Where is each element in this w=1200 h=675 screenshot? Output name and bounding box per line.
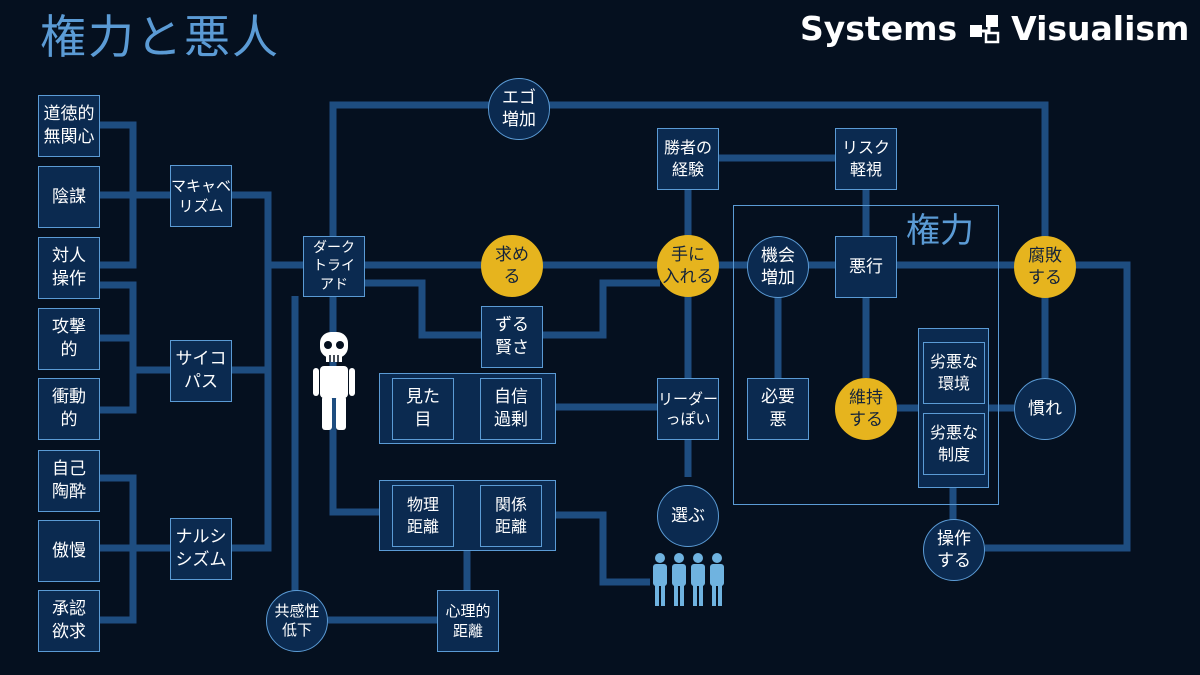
node-winner-experience: 勝者の 経験 [657, 128, 719, 190]
node-leader-like: リーダー っぽい [657, 378, 719, 440]
node-cunning: ずる 賢さ [481, 306, 543, 368]
node-wrongdoing: 悪行 [835, 236, 897, 298]
trait-arrogance: 傲慢 [38, 520, 100, 582]
node-ego-increase: エゴ 増加 [488, 78, 550, 140]
trait-conspiracy: 陰謀 [38, 166, 100, 228]
page-title: 権力と悪人 [40, 10, 280, 64]
trait-impulsive: 衝動 的 [38, 378, 100, 440]
node-looks: 見た 目 [392, 378, 454, 440]
node-risk-disregard: リスク 軽視 [835, 128, 897, 190]
node-psychopath: サイコ パス [170, 340, 232, 402]
people-group-icon [650, 552, 730, 612]
trait-self-intoxication: 自己 陶酔 [38, 450, 100, 512]
skeleton-person-icon [312, 330, 356, 436]
node-relationship-distance: 関係 距離 [480, 485, 542, 547]
node-necessary-evil: 必要 悪 [747, 378, 809, 440]
power-label: 権力 [906, 211, 974, 251]
brand-logo: Systems Visualism [800, 8, 1189, 48]
node-opportunity-increase: 機会 増加 [747, 236, 809, 298]
trait-manipulation: 対人 操作 [38, 237, 100, 299]
node-manipulate: 操作 する [923, 519, 985, 581]
trait-approval: 承認 欲求 [38, 590, 100, 652]
node-physical-distance: 物理 距離 [392, 485, 454, 547]
node-bad-system: 劣悪な 制度 [923, 413, 985, 475]
brand-right-text: Visualism [1011, 8, 1190, 48]
node-obtain: 手に 入れる [657, 235, 719, 297]
brand-left-text: Systems [800, 8, 958, 48]
node-habituation: 慣れ [1014, 378, 1076, 440]
node-narcissism: ナルシ シズム [170, 518, 232, 580]
node-maintain: 維持 する [835, 378, 897, 440]
node-corruption: 腐敗 する [1014, 236, 1076, 298]
systems-logo-icon [967, 11, 1001, 45]
node-bad-environment: 劣悪な 環境 [923, 342, 985, 404]
node-empathy-decline: 共感性 低下 [266, 590, 328, 652]
node-dark-triad: ダーク トライ アド [303, 236, 365, 297]
node-overconfidence: 自信 過剰 [480, 378, 542, 440]
node-psych-distance: 心理的 距離 [437, 590, 499, 652]
trait-moral-indifference: 道徳的 無関心 [38, 95, 100, 157]
node-machiavellianism: マキャベ リズム [170, 165, 232, 227]
power-frame [733, 205, 999, 505]
node-seek: 求め る [481, 235, 543, 297]
node-choose: 選ぶ [657, 485, 719, 547]
trait-aggressive: 攻撃 的 [38, 308, 100, 370]
